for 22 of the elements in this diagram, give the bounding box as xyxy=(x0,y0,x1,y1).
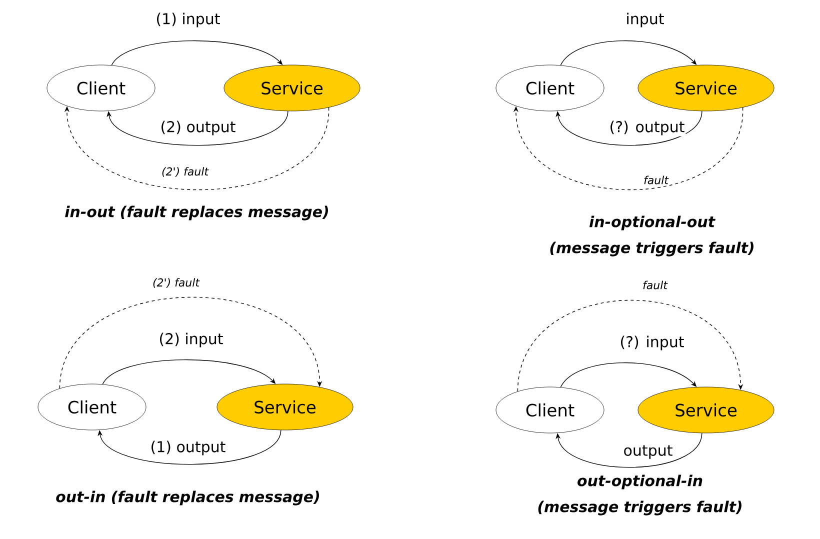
edge-label: fault xyxy=(642,174,670,186)
edge-label: fault xyxy=(642,280,668,290)
pattern-caption: in-optional-out (message triggers fault) xyxy=(550,216,754,256)
pattern-caption: out-in (fault replaces message) xyxy=(56,490,319,506)
edge-label: (2) input xyxy=(158,332,224,348)
pattern-caption: in-out (fault replaces message) xyxy=(65,206,328,220)
arrow xyxy=(517,300,744,392)
edge-label: output xyxy=(622,444,674,460)
arrow xyxy=(98,430,282,465)
edge-label: input xyxy=(624,12,666,28)
edge-label: (2') fault xyxy=(151,277,201,289)
arrow xyxy=(59,296,322,389)
edge-label: (1) input xyxy=(154,12,222,28)
pattern-caption: out-optional-in (message triggers fault) xyxy=(538,474,742,516)
arrow xyxy=(556,110,702,146)
edge-label: (?) output xyxy=(608,120,686,136)
arrow xyxy=(106,110,288,146)
edge-label: (1) output xyxy=(149,440,227,456)
edge-label: (2') fault xyxy=(160,166,210,178)
edge-label: (2) output xyxy=(159,120,237,136)
edge-label: (?) input xyxy=(618,334,686,352)
arrow xyxy=(556,432,702,468)
